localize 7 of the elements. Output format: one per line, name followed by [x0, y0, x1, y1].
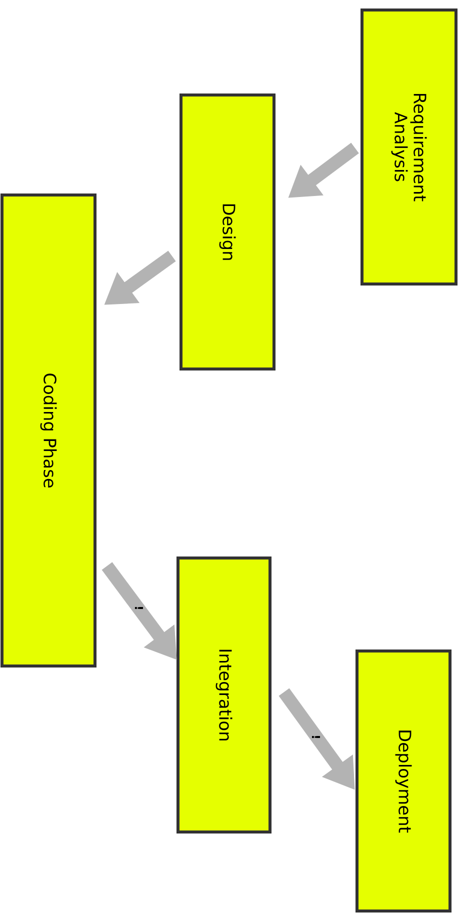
edge-label: ! [134, 604, 144, 612]
edge-label: ! [311, 734, 321, 741]
process-box: Requirement Analysis [360, 8, 458, 286]
process-box: Design [180, 94, 276, 370]
process-box: Deployment [356, 650, 452, 912]
process-box: Integration [176, 556, 272, 834]
process-box: Coding Phase [0, 194, 96, 668]
